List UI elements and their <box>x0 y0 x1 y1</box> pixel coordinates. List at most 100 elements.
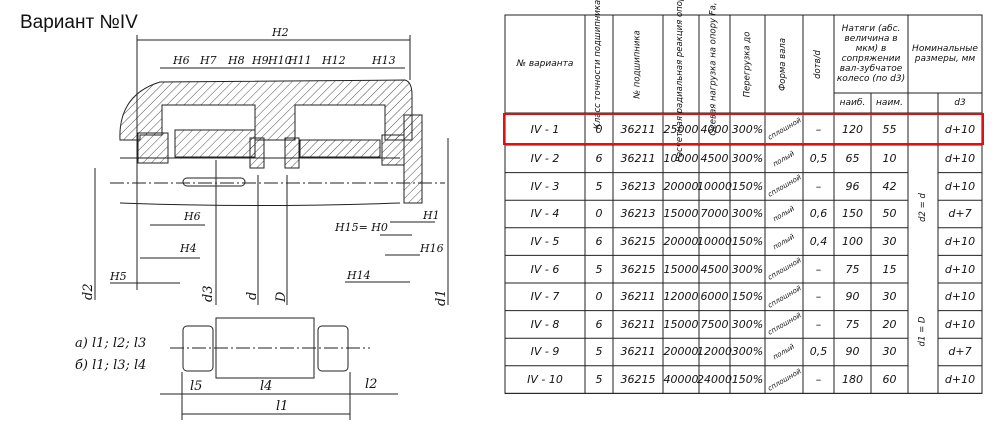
cell-bearing: 36211 <box>620 345 656 359</box>
header-overload-text: Перегрузка до <box>742 31 752 97</box>
dim-H15-H0: H15= H0 <box>334 221 388 234</box>
cell-variant: IV - 7 <box>530 290 560 304</box>
cell-ratio: – <box>815 290 822 304</box>
cell-bearing: 36215 <box>620 373 656 387</box>
cell-axial: 10000 <box>697 235 732 249</box>
cell-accuracy: 0 <box>595 122 603 136</box>
cell-accuracy: 5 <box>595 373 603 387</box>
shaft-outline <box>119 157 401 206</box>
dim-H11: H11 <box>287 54 312 67</box>
cell-accuracy: 6 <box>595 235 603 249</box>
cell-d3: d+10 <box>944 235 976 249</box>
cell-bearing: 36213 <box>620 207 656 221</box>
dim-d3: d3 <box>201 285 216 302</box>
bearing-ring-2 <box>284 137 300 169</box>
dim-H2: H2 <box>271 26 289 39</box>
dim-d: d <box>245 292 260 300</box>
cell-ratio: – <box>815 317 822 331</box>
cell-radial: 15000 <box>663 317 699 331</box>
cell-min: 42 <box>882 179 897 193</box>
cell-ratio: 0,6 <box>809 207 828 221</box>
cell-variant: IV - 5 <box>530 235 560 249</box>
cell-radial: 15000 <box>663 207 699 221</box>
cell-d3: d+7 <box>948 207 972 221</box>
header-interference: Натяги (абс. величина в мкм) в сопряжени… <box>836 24 906 84</box>
cell-ratio: 0,5 <box>809 152 828 166</box>
header-overload: Перегрузка до <box>730 15 765 113</box>
cell-shape-text: полый <box>771 232 797 251</box>
end-cap <box>403 114 423 204</box>
cell-variant: IV - 9 <box>530 345 560 359</box>
dim-H13: H13 <box>371 54 396 67</box>
cell-radial: 20000 <box>663 345 699 359</box>
cell-variant: IV - 1 <box>530 122 560 136</box>
header-ratio-text: dотв/d <box>812 49 823 79</box>
dim-l2: l2 <box>365 377 377 392</box>
cell-shape-text: полый <box>771 204 797 224</box>
cell-accuracy: 6 <box>595 317 603 331</box>
cell-shape: сплошной <box>765 173 803 201</box>
cell-bearing: 36215 <box>620 262 656 276</box>
cell-variant: IV - 2 <box>530 152 560 166</box>
assembly-drawing: H2 H6 H7 H8 H9 H10 H11 H12 H13 H6 H4 H5 … <box>75 26 449 420</box>
cell-max: 150 <box>842 207 863 221</box>
cell-axial: 12000 <box>697 345 732 359</box>
keyway <box>182 177 246 187</box>
cell-shape: полый <box>765 228 803 256</box>
cell-accuracy: 5 <box>595 262 603 276</box>
cell-radial: 40000 <box>663 373 699 387</box>
dim-H14: H14 <box>346 269 371 282</box>
cell-axial: 4500 <box>700 152 729 166</box>
cell-shape: полый <box>765 145 803 173</box>
cell-overload: 150% <box>731 179 764 193</box>
cell-shape-text: сплошной <box>765 256 803 282</box>
cell-ratio: – <box>815 122 822 136</box>
bearing-ring <box>249 137 265 169</box>
cell-axial: 24000 <box>697 373 732 387</box>
cell-variant: IV - 6 <box>530 262 560 276</box>
cell-max: 75 <box>845 317 860 331</box>
cell-bearing: 36211 <box>620 290 656 304</box>
cell-overload: 150% <box>731 235 764 249</box>
cell-shape-text: сплошной <box>765 311 803 338</box>
cell-min: 60 <box>882 373 897 387</box>
cell-min: 15 <box>882 262 897 276</box>
header-max: наиб. <box>839 98 866 108</box>
dim-H4: H4 <box>179 242 197 255</box>
highlight-row-box <box>503 113 984 145</box>
cell-shape: полый <box>765 200 803 228</box>
cell-d3: d+10 <box>944 152 976 166</box>
dim-H16: H16 <box>419 242 444 255</box>
cell-accuracy: 6 <box>595 152 603 166</box>
cell-shape: сплошной <box>765 311 803 339</box>
cell-ratio: 0,4 <box>809 235 828 249</box>
cell-shape-text: сплошной <box>765 173 803 200</box>
cell-accuracy: 0 <box>595 207 603 221</box>
dim-d2: d2 <box>81 283 96 300</box>
cell-accuracy: 0 <box>595 290 603 304</box>
cell-axial: 6000 <box>700 290 729 304</box>
cell-radial: 15000 <box>663 262 699 276</box>
cell-axial: 7500 <box>700 317 729 331</box>
cell-bearing: 36213 <box>620 179 656 193</box>
cell-radial: 20000 <box>663 235 699 249</box>
cell-ratio: – <box>815 373 822 387</box>
dim-H6-lower: H6 <box>183 210 201 223</box>
merged-d1-eq-D: d1 = D <box>908 269 938 393</box>
header-ratio: dотв/d <box>803 15 834 113</box>
cell-ratio: 0,5 <box>809 345 828 359</box>
cell-max: 96 <box>845 179 860 193</box>
cell-max: 100 <box>842 235 863 249</box>
cell-d3: d+10 <box>944 179 976 193</box>
cell-axial: 4000 <box>700 122 729 136</box>
cell-min: 10 <box>882 152 897 166</box>
cell-radial: 25000 <box>663 122 699 136</box>
legend-b: б) l1; l3; l4 <box>75 358 146 373</box>
header-axial: Осевая нагрузка на опору Fa, H <box>699 0 730 135</box>
cell-d3: d+10 <box>944 290 976 304</box>
cell-bearing: 36211 <box>620 152 656 166</box>
cell-min: 50 <box>882 207 897 221</box>
cell-axial: 7000 <box>700 207 729 221</box>
cell-max: 180 <box>842 373 863 387</box>
